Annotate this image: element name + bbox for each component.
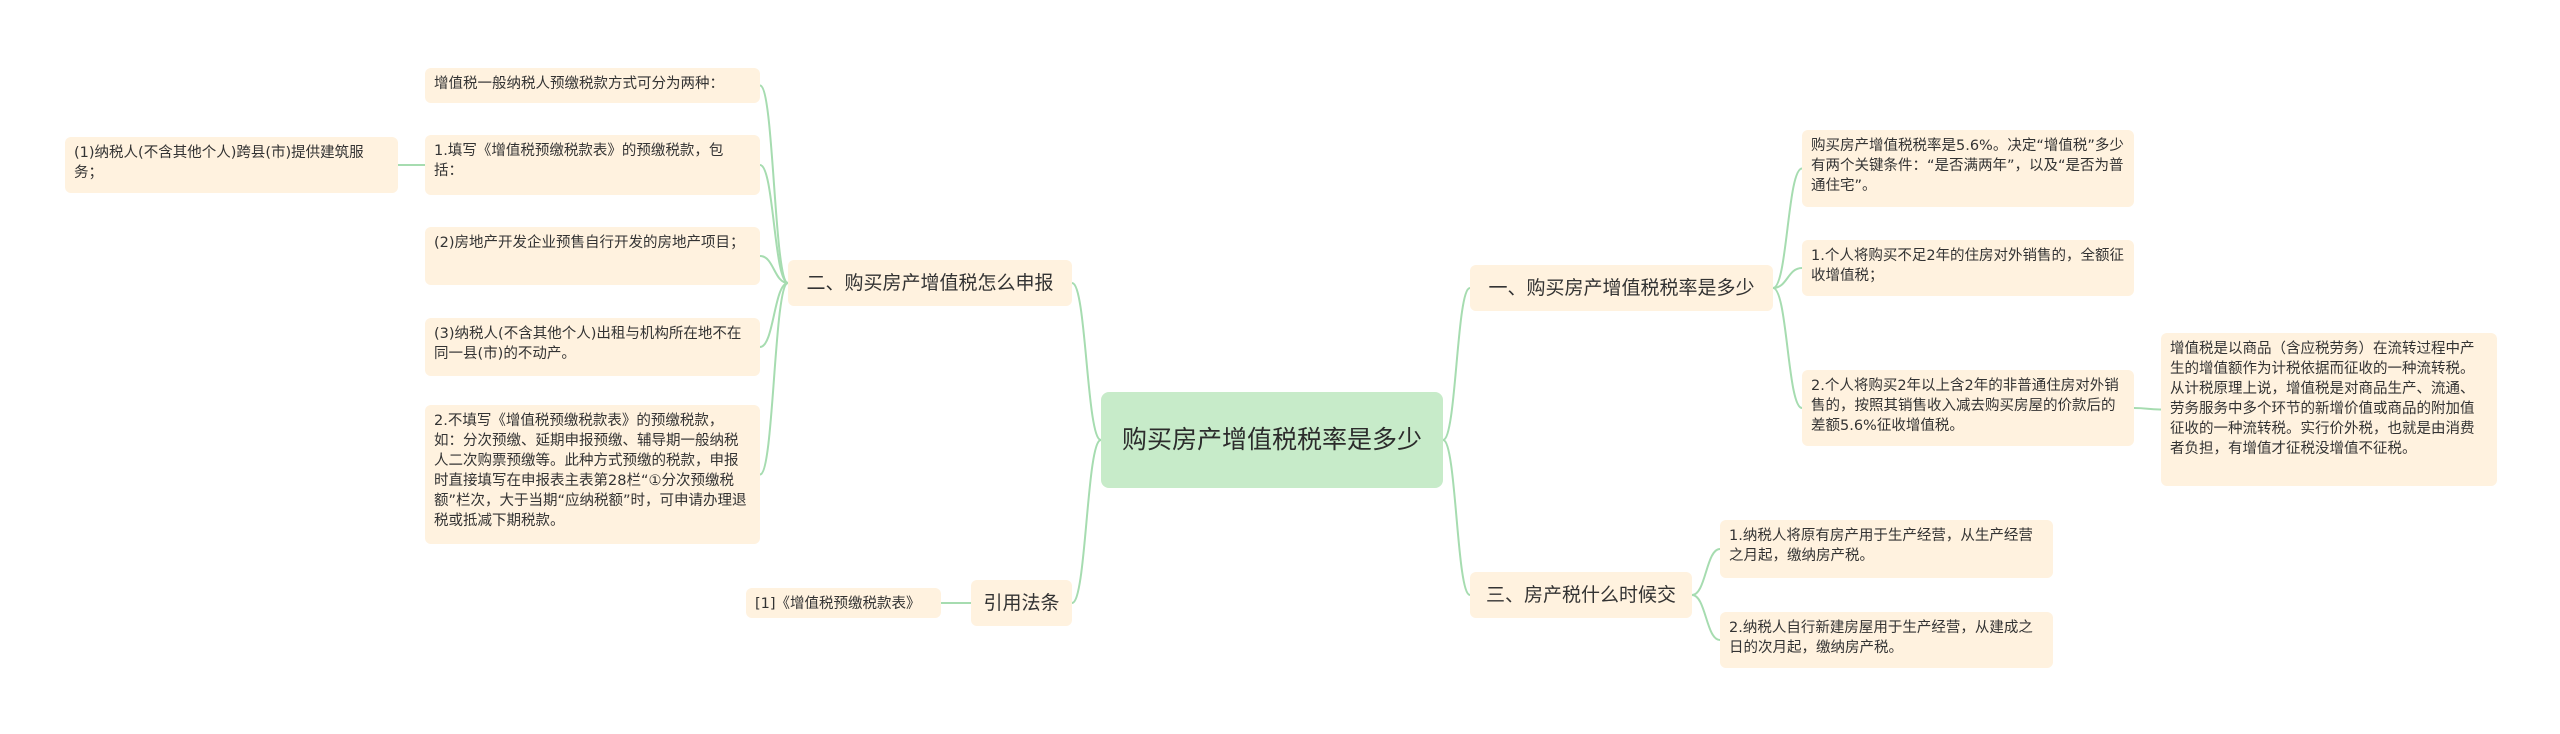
leaf-new-building-use[interactable]: 2.纳税人自行新建房屋用于生产经营，从建成之日的次月起，缴纳房产税。 xyxy=(1720,612,2053,668)
leaf-existing-property-use[interactable]: 1.纳税人将原有房产用于生产经营，从生产经营之月起，缴纳房产税。 xyxy=(1720,520,2053,578)
leaf-cross-county-construction-text: (1)纳税人(不含其他个人)跨县(市)提供建筑服务； xyxy=(74,145,364,181)
connector-branch-vat-filing-to-leaf-real-estate-presale xyxy=(759,255,789,284)
branch-vat-filing[interactable]: 二、购买房产增值税怎么申报 xyxy=(788,260,1072,306)
leaf-vat-rate-summary[interactable]: 购买房产增值税税率是5.6%。决定“增值税”多少有两个关键条件：“是否满两年”，… xyxy=(1802,130,2134,207)
branch-cited-regulations-label: 引用法条 xyxy=(983,592,1060,614)
connector-branch-vat-filing-to-leaf-prepayment-methods xyxy=(759,84,789,284)
leaf-real-estate-presale-text: (2)房地产开发企业预售自行开发的房地产项目； xyxy=(434,235,745,251)
leaf-difference-vat-over-2-years[interactable]: 2.个人将购买2年以上含2年的非普通住房对外销售的，按照其销售收入减去购买房屋的… xyxy=(1802,370,2134,446)
connector-branch-vat-filing-to-leaf-leasing-immovable-property xyxy=(759,282,789,348)
connector-branch-vat-rate-to-leaf-full-vat-under-2-years xyxy=(1772,267,1803,289)
leaf-prepayment-methods[interactable]: 增值税一般纳税人预缴税款方式可分为两种： xyxy=(425,68,760,103)
leaf-vat-definition[interactable]: 增值税是以商品（含应税劳务）在流转过程中产生的增值额作为计税依据而征收的一种流转… xyxy=(2161,333,2497,486)
leaf-leasing-immovable-property-text: (3)纳税人(不含其他个人)出租与机构所在地不在同一县(市)的不动产。 xyxy=(434,326,742,362)
branch-vat-rate-label: 一、购买房产增值税税率是多少 xyxy=(1488,277,1755,299)
connector-leaf-difference-vat-over-2-years-to-leaf-vat-definition xyxy=(2133,407,2162,411)
branch-property-tax-timing-label: 三、房产税什么时候交 xyxy=(1485,584,1676,606)
leaf-new-building-use-text: 2.纳税人自行新建房屋用于生产经营，从建成之日的次月起，缴纳房产税。 xyxy=(1729,620,2033,656)
leaf-vat-definition-text: 增值税是以商品（含应税劳务）在流转过程中产生的增值额作为计税依据而征收的一种流转… xyxy=(2170,341,2475,457)
leaf-difference-vat-over-2-years-text: 2.个人将购买2年以上含2年的非普通住房对外销售的，按照其销售收入减去购买房屋的… xyxy=(1811,378,2119,434)
branch-property-tax-timing[interactable]: 三、房产税什么时候交 xyxy=(1470,572,1692,618)
connector-branch-vat-rate-to-leaf-vat-rate-summary xyxy=(1772,167,1803,289)
leaf-fill-prepayment-form-text: 1.填写《增值税预缴税款表》的预缴税款，包括： xyxy=(434,143,724,179)
leaf-vat-rate-summary-text: 购买房产增值税税率是5.6%。决定“增值税”多少有两个关键条件：“是否满两年”，… xyxy=(1811,138,2124,194)
leaf-leasing-immovable-property[interactable]: (3)纳税人(不含其他个人)出租与机构所在地不在同一县(市)的不动产。 xyxy=(425,318,760,376)
root-topic[interactable]: 购买房产增值税税率是多少 xyxy=(1101,392,1443,488)
leaf-prepayment-form-citation-text: [1]《增值税预缴税款表》 xyxy=(755,596,921,612)
connector-branch-vat-rate-to-leaf-difference-vat-over-2-years xyxy=(1772,287,1803,409)
leaf-fill-prepayment-form[interactable]: 1.填写《增值税预缴税款表》的预缴税款，包括： xyxy=(425,135,760,195)
leaf-full-vat-under-2-years-text: 1.个人将购买不足2年的住房对外销售的，全额征收增值税； xyxy=(1811,248,2125,284)
branch-vat-rate[interactable]: 一、购买房产增值税税率是多少 xyxy=(1470,265,1773,311)
root-topic-label: 购买房产增值税税率是多少 xyxy=(1121,425,1422,454)
leaf-cross-county-construction[interactable]: (1)纳税人(不含其他个人)跨县(市)提供建筑服务； xyxy=(65,137,398,193)
leaf-full-vat-under-2-years[interactable]: 1.个人将购买不足2年的住房对外销售的，全额征收增值税； xyxy=(1802,240,2134,296)
leaf-no-form-prepayment-text: 2.不填写《增值税预缴税款表》的预缴税款，如：分次预缴、延期申报预缴、辅导期一般… xyxy=(434,413,747,529)
leaf-prepayment-form-citation[interactable]: [1]《增值税预缴税款表》 xyxy=(746,588,941,618)
connector-branch-vat-filing-to-leaf-fill-prepayment-form xyxy=(759,164,789,284)
connector-root-topic-to-branch-property-tax-timing xyxy=(1442,439,1471,596)
branch-vat-filing-label: 二、购买房产增值税怎么申报 xyxy=(806,272,1054,294)
connector-branch-vat-filing-to-leaf-no-form-prepayment xyxy=(759,282,789,476)
connector-root-topic-to-branch-vat-filing xyxy=(1071,282,1102,441)
connector-branch-property-tax-timing-to-leaf-new-building-use xyxy=(1691,594,1721,641)
connector-branch-property-tax-timing-to-leaf-existing-property-use xyxy=(1691,548,1721,596)
leaf-real-estate-presale[interactable]: (2)房地产开发企业预售自行开发的房地产项目； xyxy=(425,227,760,285)
leaf-existing-property-use-text: 1.纳税人将原有房产用于生产经营，从生产经营之月起，缴纳房产税。 xyxy=(1729,528,2033,564)
connector-root-topic-to-branch-vat-rate xyxy=(1442,287,1471,441)
branch-cited-regulations[interactable]: 引用法条 xyxy=(971,580,1072,626)
leaf-no-form-prepayment[interactable]: 2.不填写《增值税预缴税款表》的预缴税款，如：分次预缴、延期申报预缴、辅导期一般… xyxy=(425,405,760,544)
leaf-prepayment-methods-text: 增值税一般纳税人预缴税款方式可分为两种： xyxy=(434,76,724,92)
connector-root-topic-to-branch-cited-regulations xyxy=(1071,439,1102,604)
